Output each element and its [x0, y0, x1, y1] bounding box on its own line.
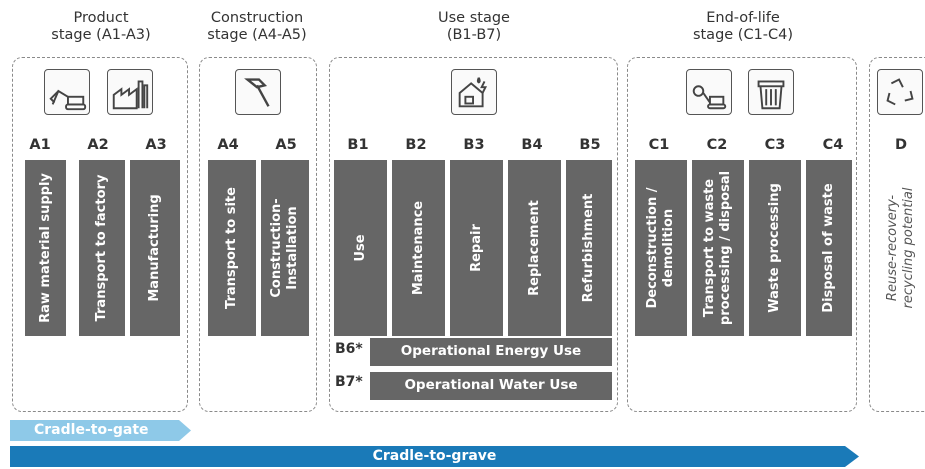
module-code: A5 — [275, 137, 297, 153]
module-bar-c2: Transport to waste processing / disposal — [692, 160, 744, 336]
module-code: A3 — [145, 137, 167, 153]
module-code: B4 — [521, 137, 543, 153]
digger-icon — [686, 69, 732, 115]
stage-title-end-of-life: End-of-life stage (C1-C4) — [628, 10, 858, 44]
module-bar-c1: Deconstruction / demolition — [635, 160, 687, 336]
module-bar-b1: Use — [334, 160, 387, 336]
module-code: A1 — [29, 137, 51, 153]
module-label: Use — [352, 234, 368, 262]
op-code-b7: B7* — [335, 374, 363, 390]
stage-title-use: Use stage (B1-B7) — [330, 10, 618, 44]
module-bar-a4: Transport to site — [208, 160, 256, 336]
module-label: Raw material supply — [37, 173, 53, 323]
module-code: A2 — [87, 137, 109, 153]
module-bar-b5: Refurbishment — [566, 160, 612, 336]
excavator-icon — [44, 69, 90, 115]
cradle-to-grave-arrow: Cradle-to-grave — [10, 446, 859, 467]
module-label: Transport to waste processing / disposal — [702, 170, 733, 326]
module-bar-a1: Raw material supply — [25, 160, 66, 336]
factory-icon — [107, 69, 153, 115]
module-label: Repair — [468, 224, 484, 272]
module-bar-a2: Transport to factory — [79, 160, 125, 336]
stage-title-product: Product stage (A1-A3) — [18, 10, 184, 44]
recycle-icon — [877, 69, 923, 115]
title-line: Product — [73, 10, 129, 26]
operational-water-bar: Operational Water Use — [370, 372, 612, 400]
house-icon — [451, 69, 497, 115]
module-label: Transport to site — [224, 187, 239, 309]
title-line: stage (A1-A3) — [51, 27, 151, 43]
module-bar-b4: Replacement — [508, 160, 561, 336]
module-code: C3 — [764, 137, 786, 153]
hammer-icon — [235, 69, 281, 115]
title-line: stage (A4-A5) — [207, 27, 307, 43]
module-code: D — [894, 137, 908, 153]
module-code: C2 — [706, 137, 728, 153]
module-bar-c4: Disposal of waste — [806, 160, 852, 336]
module-label: Transport to factory — [94, 174, 109, 322]
stage-title-construction: Construction stage (A4-A5) — [196, 10, 318, 44]
module-label: Reuse-recovery- recycling potential — [885, 187, 916, 309]
title-line: Construction — [210, 10, 304, 26]
trash-bin-icon — [748, 69, 794, 115]
module-label: Waste processing — [767, 183, 782, 313]
title-line: (B1-B7) — [446, 27, 502, 43]
operational-energy-bar: Operational Energy Use — [370, 338, 612, 366]
module-code: B3 — [463, 137, 485, 153]
module-bar-a3: Manufacturing — [130, 160, 180, 336]
module-bar-c3: Waste processing — [749, 160, 801, 336]
module-bar-a5: Construction- Installation — [261, 160, 309, 336]
module-bar-b2: Maintenance — [392, 160, 445, 336]
title-line: Use stage — [438, 10, 510, 26]
module-label: Replacement — [526, 200, 542, 296]
module-code: C1 — [648, 137, 670, 153]
cradle-to-gate-arrow: Cradle-to-gate — [10, 420, 191, 441]
module-code: B5 — [579, 137, 601, 153]
module-code: C4 — [822, 137, 844, 153]
module-label: Manufacturing — [147, 194, 162, 302]
title-line: End-of-life — [706, 10, 780, 26]
module-label: Construction- Installation — [269, 198, 300, 298]
title-line: stage (C1-C4) — [692, 27, 794, 43]
module-code: A4 — [217, 137, 239, 153]
module-bar-b3: Repair — [450, 160, 503, 336]
module-bar-d: Reuse-recovery- recycling potential — [875, 160, 925, 336]
module-code: B2 — [405, 137, 427, 153]
op-code-b6: B6* — [335, 341, 363, 357]
module-label: Deconstruction / demolition — [645, 187, 676, 309]
module-label: Disposal of waste — [821, 183, 836, 313]
module-code: B1 — [347, 137, 369, 153]
module-label: Refurbishment — [581, 193, 596, 303]
module-label: Maintenance — [410, 200, 426, 296]
